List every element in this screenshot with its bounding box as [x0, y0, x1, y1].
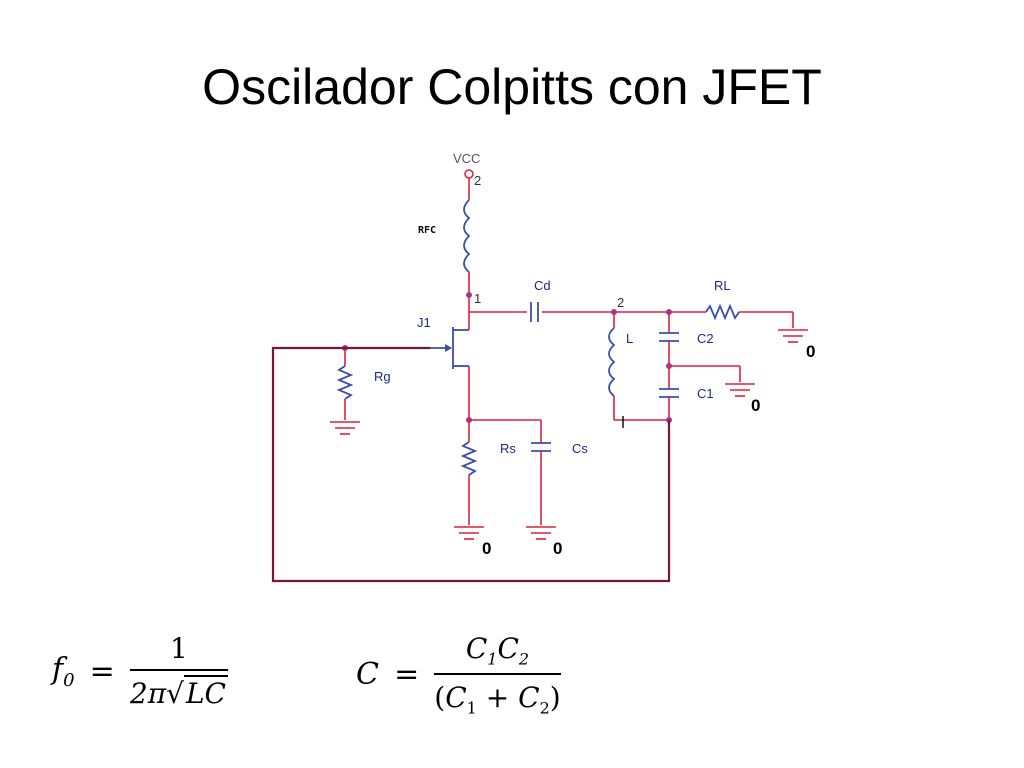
ground-label-rs: 0	[482, 539, 491, 558]
vcc-pin-number: 2	[474, 173, 481, 188]
c-lhs: C	[356, 657, 379, 693]
rs-label: Rs	[500, 441, 516, 456]
l-label: L	[626, 331, 633, 346]
c2-label: C2	[697, 331, 714, 346]
c1-capacitor	[659, 388, 679, 398]
f0-lhs: f0	[52, 651, 75, 691]
jfet-j1	[430, 327, 469, 369]
rg-label: Rg	[374, 369, 391, 384]
equivalent-capacitance-formula: C = C1C2 (C1 + C2)	[356, 632, 561, 717]
feedback-wire	[271, 346, 671, 583]
l-inductor	[608, 327, 616, 397]
c-numerator: C1C2	[434, 632, 561, 675]
cd-label: Cd	[534, 278, 551, 293]
slide-title: Oscilador Colpitts con JFET	[202, 59, 822, 115]
ground-label-rl: 0	[806, 342, 815, 361]
rs-resistor	[460, 441, 478, 476]
f0-equals: =	[89, 653, 115, 689]
vcc-label: VCC	[453, 151, 480, 166]
rfc-inductor	[463, 199, 471, 273]
f0-fraction: 1 2π√LC	[129, 632, 228, 710]
f0-numerator: 1	[129, 632, 228, 671]
c1-label: C1	[697, 386, 714, 401]
drain-node-dot	[466, 292, 472, 298]
c-fraction: C1C2 (C1 + C2)	[434, 632, 561, 718]
f0-denominator: 2π√LC	[129, 675, 228, 710]
ground-rs	[454, 526, 484, 540]
vcc-terminal	[464, 169, 474, 179]
rg-resistor	[336, 365, 354, 400]
tank-pin-number: 2	[617, 295, 624, 310]
cs-capacitor	[531, 442, 551, 452]
ground-rg	[330, 421, 360, 435]
rfc-label: RFC	[418, 225, 436, 236]
rl-resistor	[705, 303, 740, 321]
ground-label-cs: 0	[553, 539, 562, 558]
cs-label: Cs	[572, 441, 588, 456]
drain-pin-number: 1	[474, 291, 481, 306]
j1-label: J1	[417, 315, 431, 330]
rl-label: RL	[714, 278, 731, 293]
c2-capacitor	[659, 332, 679, 342]
ground-rl	[778, 329, 808, 343]
resonant-frequency-formula: f0 = 1 2π√LC	[52, 632, 228, 710]
ground-cs	[526, 526, 556, 540]
c-denominator: (C1 + C2)	[434, 680, 561, 718]
cd-capacitor	[530, 302, 539, 322]
ground-c1	[725, 383, 755, 397]
c-equals: =	[394, 657, 420, 693]
ground-label-c1: 0	[751, 396, 760, 415]
